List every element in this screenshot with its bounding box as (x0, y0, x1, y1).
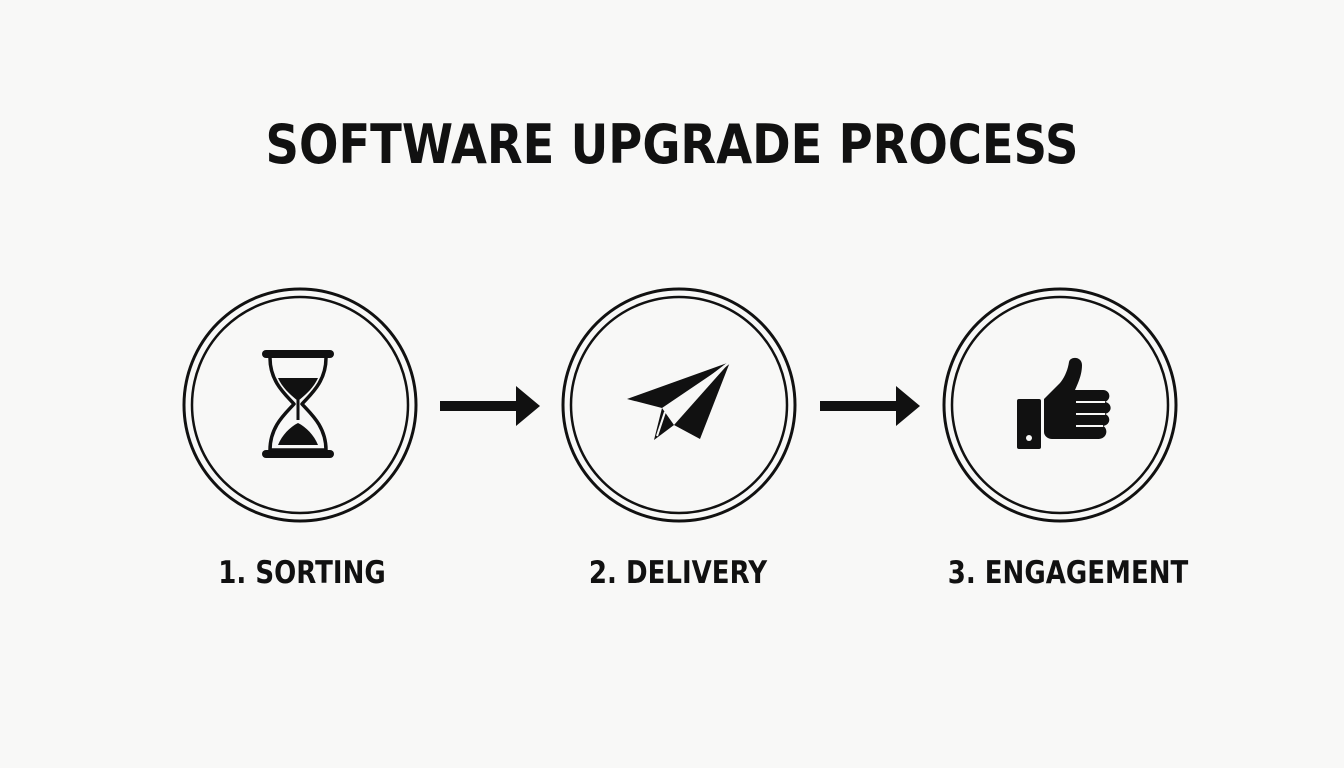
paper-plane-icon (561, 287, 797, 523)
right-arrow-icon (818, 384, 922, 428)
step-label-engagement: 3. ENGAGEMENT (947, 555, 1189, 591)
diagram-title: SOFTWARE UPGRADE PROCESS (265, 113, 1079, 176)
right-arrow-icon (438, 384, 542, 428)
thumbs-up-icon (942, 287, 1178, 523)
step-sorting-circle (182, 287, 418, 523)
step-label-sorting: 1. SORTING (218, 555, 386, 591)
step-delivery-circle (561, 287, 797, 523)
step-engagement-circle (942, 287, 1178, 523)
step-label-delivery: 2. DELIVERY (588, 555, 768, 591)
hourglass-icon (182, 287, 418, 523)
